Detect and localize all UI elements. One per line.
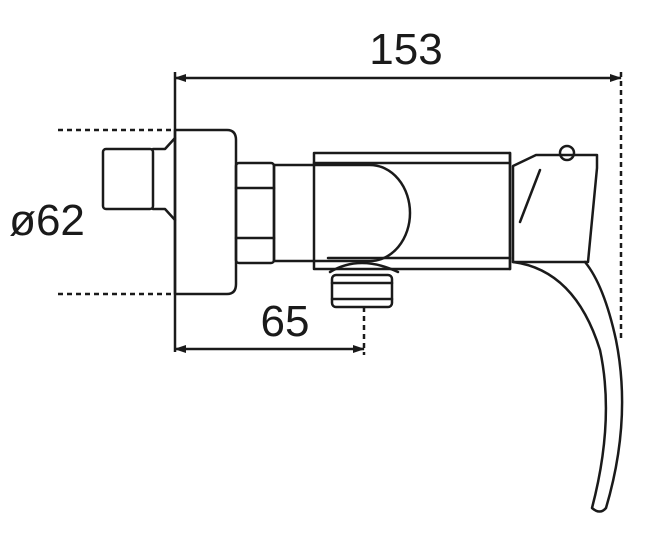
valve-body-housing <box>312 151 512 271</box>
valve-body-neck <box>272 163 412 263</box>
dimension-label-outlet-offset: 65 <box>261 297 310 346</box>
dimension-label-overall-length: 153 <box>369 25 442 74</box>
outlet-nipple <box>328 261 400 309</box>
lever-handle <box>511 144 624 513</box>
dimension-label-diameter: ø62 <box>9 196 85 245</box>
hex-nut <box>234 161 276 265</box>
wall-flange <box>173 128 238 296</box>
inlet-connector <box>101 136 177 222</box>
